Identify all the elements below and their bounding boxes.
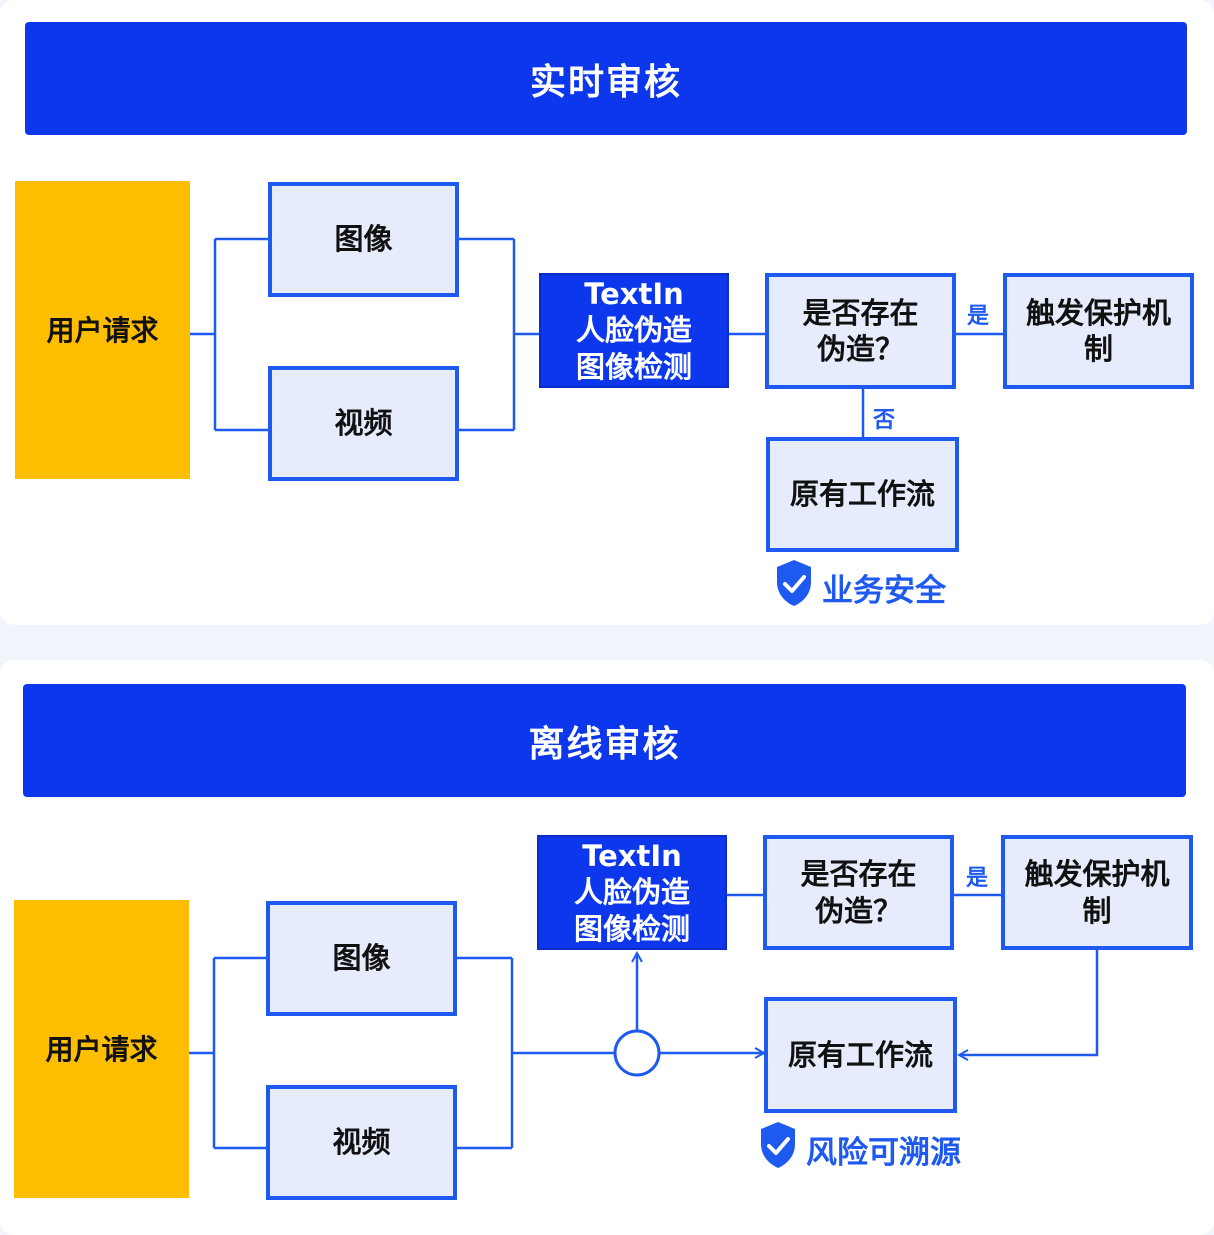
business-security-label: 业务安全 [822, 572, 946, 609]
image-box: 图像 [266, 901, 457, 1016]
user-request-box: 用户请求 [14, 900, 189, 1198]
no-label: 否 [873, 408, 896, 433]
user-request-box: 用户请求 [15, 181, 190, 479]
yes-label: 是 [967, 304, 990, 329]
video-box: 视频 [266, 1085, 457, 1200]
video-box: 视频 [268, 366, 459, 481]
realtime-review-title: 实时审核 [25, 22, 1187, 135]
shield-check-icon [758, 1120, 798, 1178]
offline-connectors [189, 893, 1099, 1150]
yes-label: 是 [966, 866, 989, 891]
original-workflow-box: 原有工作流 [766, 437, 959, 552]
protection-mechanism-box: 触发保护机 制 [1003, 273, 1194, 389]
forgery-question-box: 是否存在 伪造？ [763, 835, 954, 950]
shield-check-icon [774, 558, 814, 616]
textin-detection-box: TextIn 人脸伪造 图像检测 [537, 835, 727, 950]
forgery-question-box: 是否存在 伪造？ [765, 273, 956, 389]
protection-mechanism-box: 触发保护机 制 [1001, 835, 1193, 950]
offline-review-panel: 离线审核 用户请求 图像 视频 TextIn 人脸伪造 图像检测 是否存在 伪造… [0, 660, 1214, 1235]
image-box: 图像 [268, 182, 459, 297]
original-workflow-box: 原有工作流 [764, 997, 957, 1113]
realtime-connectors [190, 237, 1003, 437]
offline-review-title: 离线审核 [23, 684, 1186, 797]
business-security-badge: 业务安全 [774, 558, 946, 616]
realtime-review-panel: 实时审核 用户请求 图像 视频 TextIn 人脸伪造 图像检测 是否存在 伪造… [0, 0, 1214, 625]
risk-traceable-label: 风险可溯源 [806, 1134, 961, 1171]
risk-traceable-badge: 风险可溯源 [758, 1120, 961, 1178]
textin-detection-box: TextIn 人脸伪造 图像检测 [539, 273, 729, 388]
